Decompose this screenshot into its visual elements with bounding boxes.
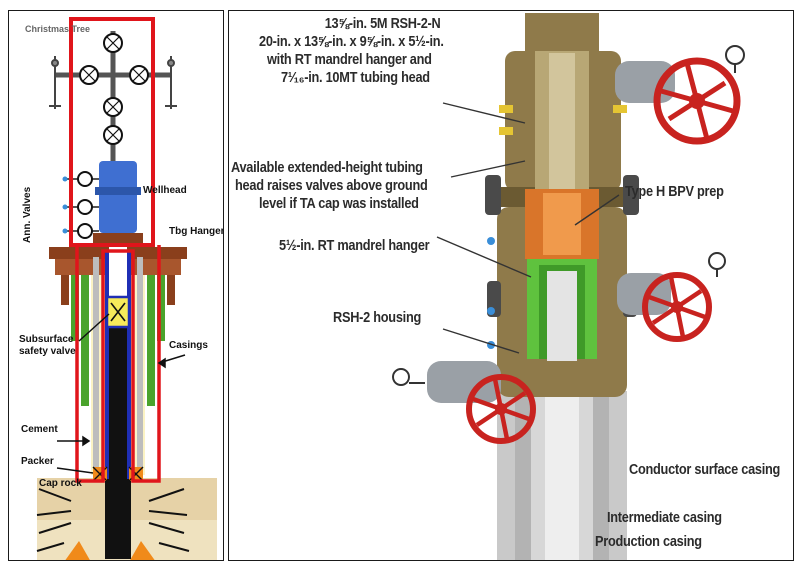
title-line2: 20-in. x 13⅝-in. x 9⅝-in. x 5½-in. — [259, 34, 444, 50]
tree-highlight-box — [69, 17, 155, 247]
wellhead-cutaway-illustration — [392, 13, 745, 560]
bottom-cement-right — [130, 541, 155, 560]
wellbore-schematic — [36, 17, 217, 560]
wellhead-body — [99, 161, 137, 233]
bpv-prep — [543, 193, 581, 255]
annulus-valves — [62, 171, 99, 239]
intermediate-casing-label: Intermediate casing — [607, 510, 722, 526]
cement-label: Cement — [21, 424, 58, 435]
packer-label: Packer — [21, 456, 54, 467]
perforations — [36, 488, 190, 552]
upper-valve — [615, 45, 745, 145]
production-casing-left — [93, 257, 99, 477]
right-wellhead-cutaway: 13⅝-in. 5M RSH-2-N 20-in. x 13⅝-in. x 9⅝… — [228, 10, 794, 561]
tree-valves — [79, 33, 149, 145]
casing-head-bolt-right — [167, 275, 175, 305]
bpv-prep-label: Type H BPV prep — [625, 184, 724, 200]
subsurface-label-line1: Subsurface — [19, 334, 74, 345]
top-bonnet — [525, 13, 599, 53]
conductor-casing-label: Conductor surface casing — [629, 462, 781, 478]
tailpipe — [105, 479, 131, 559]
tubing-wall-right — [127, 251, 131, 481]
tubing-head-bore — [549, 53, 575, 191]
title-line4: 7¹⁄₁₆-in. 10MT tubing head — [281, 70, 430, 86]
wellhead-flange — [95, 187, 141, 195]
test-ports — [499, 105, 627, 135]
left-wellbore-diagram: Christmas Tree Wellhead Ann. Valves Tbg … — [8, 10, 224, 561]
tubing-wall-left — [105, 251, 109, 481]
mandrel-hanger-label: 5½-in. RT mandrel hanger — [279, 238, 430, 254]
flange-bolt-left-1 — [485, 175, 501, 215]
tubing-head-note-line1: Available extended-height tubing — [231, 160, 423, 176]
annulus-valves-label: Ann. Valves — [22, 186, 33, 243]
mandrel-bore — [547, 271, 577, 361]
packer-marks — [92, 466, 144, 482]
bottom-cement-left — [65, 541, 90, 560]
flange-bolt-right-1 — [623, 175, 639, 215]
cap-rock-label: Cap rock — [39, 478, 82, 489]
safety-valve-mark — [110, 302, 126, 322]
subsurface-label-line2: safety valve — [19, 346, 76, 357]
christmas-tree-label: Christmas Tree — [25, 24, 91, 34]
lower-valve — [392, 361, 536, 444]
inner-casing-right — [147, 275, 155, 406]
completion-highlight-outline — [75, 245, 161, 483]
tubing-head-note-line3: level if TA cap was installed — [259, 196, 419, 212]
wellhead-label: Wellhead — [143, 185, 187, 196]
inner-casing-left — [81, 275, 89, 406]
tubing-hanger-label: Tbg Hanger — [169, 226, 224, 237]
tubing-fluid — [109, 311, 127, 479]
production-casing-label: Production casing — [595, 534, 702, 550]
casing-head-bolt-left — [61, 275, 69, 305]
casings-label: Casings — [169, 340, 208, 351]
title-line3: with RT mandrel hanger and — [267, 52, 432, 68]
left-leader-lines — [56, 313, 186, 474]
middle-valve — [617, 252, 726, 342]
right-leader-lines — [436, 102, 620, 354]
production-casing-right — [137, 257, 143, 477]
title-line1: 13⅝-in. 5M RSH-2-N — [324, 16, 441, 32]
tubing-head-note-line2: head raises valves above ground — [235, 178, 428, 194]
housing-label: RSH-2 housing — [333, 310, 422, 326]
